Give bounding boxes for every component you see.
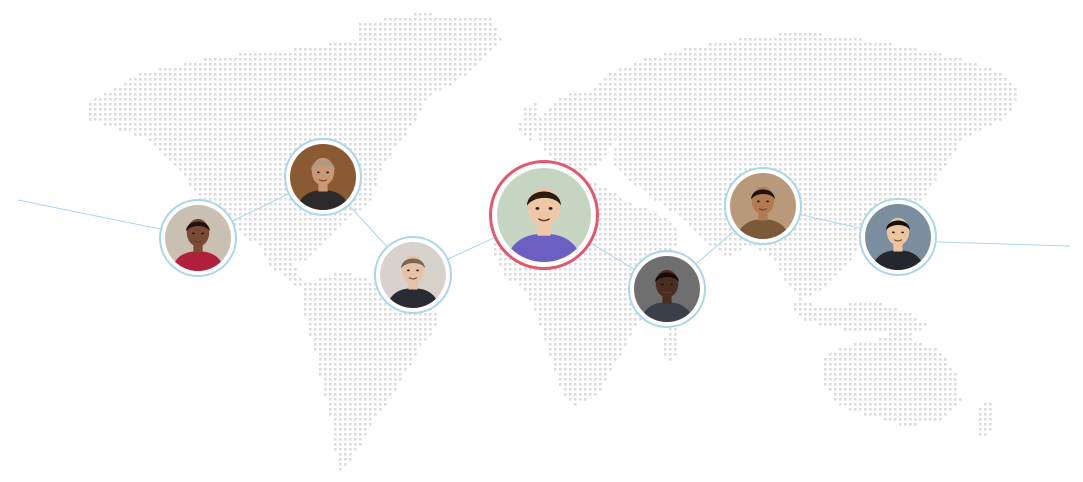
person-avatar-6[interactable] [724,167,802,245]
person-avatar-3[interactable] [374,236,452,314]
avatar-portrait [865,204,931,270]
avatar-portrait [497,168,591,262]
person-avatar-4-featured[interactable] [489,160,599,270]
avatar-portrait [290,144,356,210]
person-avatar-1[interactable] [159,199,237,277]
person-avatar-7[interactable] [859,198,937,276]
person-avatar-2[interactable] [284,138,362,216]
avatar-portrait [165,205,231,271]
person-avatar-5[interactable] [628,250,706,328]
avatar-portrait [380,242,446,308]
avatar-portrait [634,256,700,322]
avatar-portrait [730,173,796,239]
